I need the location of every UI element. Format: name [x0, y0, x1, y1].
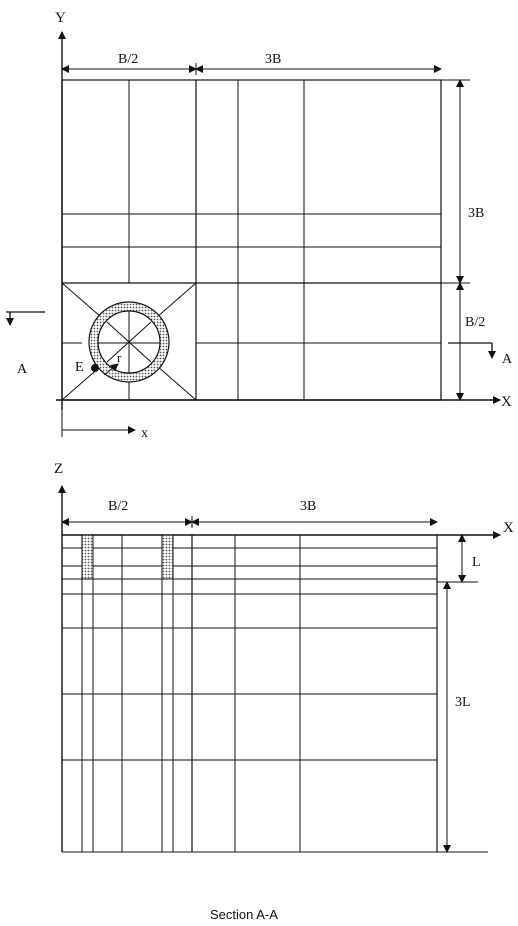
section-label-right: A: [502, 352, 513, 367]
pile-wall-right: [161, 534, 174, 580]
right-dim-label-upper: 3B: [468, 206, 484, 221]
figure-caption: Section A-A: [210, 907, 278, 922]
bottom-view: [58, 485, 501, 853]
radius-label: r: [117, 350, 122, 365]
local-x-label: x: [141, 426, 148, 441]
bottom-dim-label-right: 3B: [300, 499, 316, 514]
pile-wall-left: [81, 534, 94, 580]
bottom-dim-label-3l: 3L: [455, 695, 471, 710]
top-frame: [61, 79, 442, 401]
top-dim-label-right: 3B: [265, 52, 281, 67]
radius-arrow: [103, 363, 119, 376]
section-label-left: A: [17, 362, 28, 377]
right-dim-label-lower: B/2: [465, 315, 485, 330]
top-view: [6, 31, 501, 437]
bottom-x-axis-label: X: [503, 520, 514, 536]
point-e-label: E: [75, 360, 84, 375]
top-x-axis-label: X: [501, 394, 512, 410]
top-y-axis-label: Y: [55, 10, 66, 26]
point-e-marker: [91, 364, 99, 372]
bottom-dim-label-left: B/2: [108, 499, 128, 514]
bottom-dim-label-l: L: [472, 555, 481, 570]
top-dim-label-left: B/2: [118, 52, 138, 67]
bottom-z-axis-label: Z: [54, 461, 63, 477]
